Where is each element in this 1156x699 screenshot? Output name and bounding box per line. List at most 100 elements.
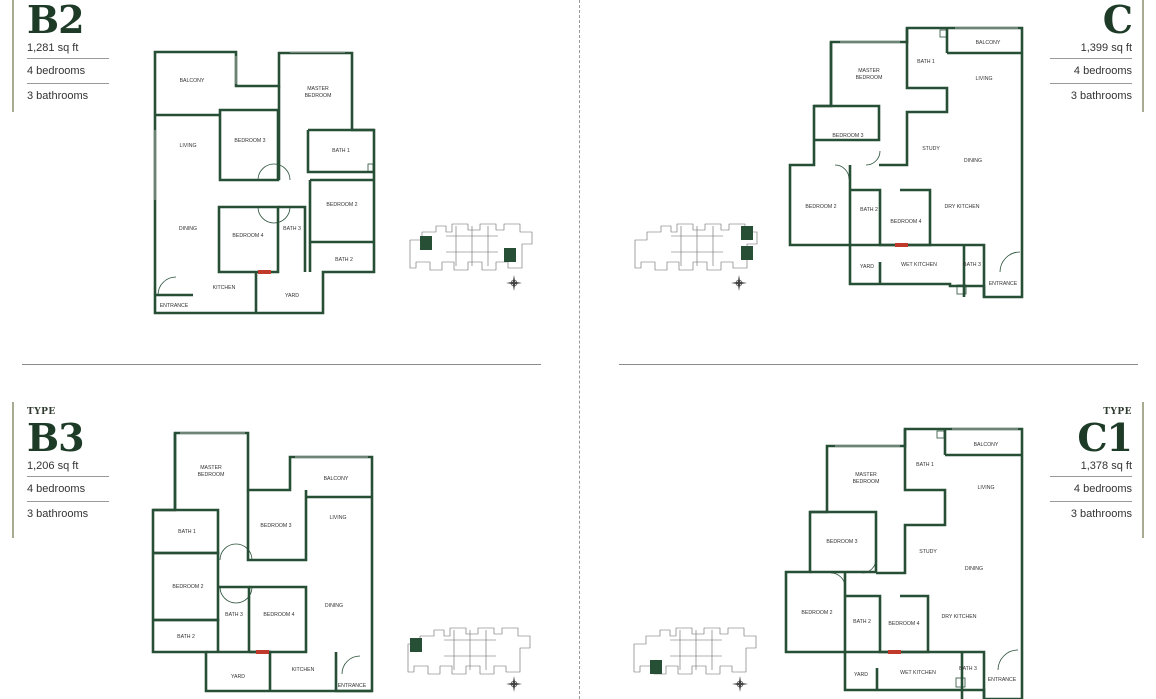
- room-label: DRY KITCHEN: [942, 614, 977, 620]
- unit-area: 1,281 sq ft: [27, 42, 79, 54]
- compass-rose-icon: [506, 275, 522, 291]
- room-label: MASTER: [858, 68, 880, 74]
- room-label: BEDROOM 3: [234, 138, 265, 144]
- room-label: BEDROOM 2: [326, 202, 357, 208]
- compass-rose-icon: [731, 275, 747, 291]
- room-label: BATH 1: [917, 59, 935, 65]
- unit-code: B2: [27, 0, 85, 42]
- unit-info-c: C 1,399 sq ft 4 bedrooms 3 bathrooms: [1050, 0, 1133, 108]
- room-label: WET KITCHEN: [900, 670, 936, 676]
- room-label: BATH 3: [225, 612, 243, 618]
- room-label: BATH 2: [853, 619, 871, 625]
- room-label: BATH 1: [332, 148, 350, 154]
- room-label: BEDROOM 4: [888, 621, 919, 627]
- room-label: DINING: [325, 603, 343, 609]
- room-label: BEDROOM 4: [263, 612, 294, 618]
- room-label: BALCONY: [324, 476, 349, 482]
- room-label: ENTRANCE: [989, 281, 1018, 287]
- room-label: BATH 3: [283, 226, 301, 232]
- unit-info-b2: B2 1,281 sq ft 4 bedrooms 3 bathrooms: [27, 0, 109, 108]
- room-label: BATH 2: [177, 634, 195, 640]
- room-label: DRY KITCHEN: [945, 204, 980, 210]
- room-label: BEDROOM 4: [890, 219, 921, 225]
- room-label: MASTER: [307, 86, 329, 92]
- room-label: BATH 3: [959, 666, 977, 672]
- room-label: BEDROOM 3: [260, 523, 291, 529]
- building-key-plan-icon: [409, 223, 533, 271]
- floor-plan-c1: [784, 427, 1024, 699]
- unit-bedrooms: 4 bedrooms: [27, 476, 109, 501]
- accent-bar-c1: [1142, 402, 1144, 538]
- unit-bathrooms: 3 bathrooms: [1050, 83, 1132, 108]
- room-label: LIVING: [975, 76, 992, 82]
- building-key-plan-icon: [633, 627, 757, 675]
- room-label: STUDY: [919, 549, 937, 555]
- room-label: KITCHEN: [213, 285, 236, 291]
- accent-bar-b2: [12, 0, 14, 112]
- unit-bedrooms: 4 bedrooms: [27, 58, 109, 83]
- room-label: BEDROOM 2: [805, 204, 836, 210]
- accent-bar-b3: [12, 402, 14, 538]
- room-label: YARD: [231, 674, 245, 680]
- unit-bedrooms: 4 bedrooms: [1050, 58, 1132, 83]
- horizontal-divider-right: [619, 364, 1138, 365]
- room-label: BEDROOM: [856, 75, 883, 81]
- room-label: BEDROOM 4: [232, 233, 263, 239]
- room-label: YARD: [285, 293, 299, 299]
- room-label: STUDY: [922, 146, 940, 152]
- room-label: ENTRANCE: [338, 683, 367, 689]
- room-label: DINING: [965, 566, 983, 572]
- horizontal-divider-left: [22, 364, 541, 365]
- room-label: BEDROOM 2: [172, 584, 203, 590]
- vertical-divider: [579, 0, 580, 699]
- unit-bathrooms: 3 bathrooms: [27, 501, 109, 526]
- room-label: BEDROOM: [853, 479, 880, 485]
- building-key-plan-icon: [634, 223, 758, 271]
- unit-code: B3: [27, 415, 85, 460]
- room-label: DINING: [179, 226, 197, 232]
- room-label: YARD: [860, 264, 874, 270]
- room-label: BATH 2: [335, 257, 353, 263]
- room-label: BATH 2: [860, 207, 878, 213]
- room-label: ENTRANCE: [988, 677, 1017, 683]
- building-key-plan-icon: [407, 627, 531, 675]
- room-label: BALCONY: [974, 442, 999, 448]
- unit-bathrooms: 3 bathrooms: [1050, 501, 1132, 526]
- room-label: BALCONY: [180, 78, 205, 84]
- room-label: LIVING: [179, 143, 196, 149]
- room-label: BATH 1: [178, 529, 196, 535]
- unit-area: 1,378 sq ft: [1080, 460, 1132, 472]
- unit-code: C1: [1077, 415, 1133, 460]
- room-label: BEDROOM 3: [832, 133, 863, 139]
- accent-bar-c: [1142, 0, 1144, 112]
- room-label: KITCHEN: [292, 667, 315, 673]
- room-label: BEDROOM: [305, 93, 332, 99]
- compass-rose-icon: [732, 676, 748, 692]
- room-label: WET KITCHEN: [901, 262, 937, 268]
- unit-area: 1,399 sq ft: [1080, 42, 1132, 54]
- unit-info-b3: TYPE B3 1,206 sq ft 4 bedrooms 3 bathroo…: [27, 406, 109, 526]
- room-label: BEDROOM 2: [801, 610, 832, 616]
- room-label: BALCONY: [976, 40, 1001, 46]
- room-label: DINING: [964, 158, 982, 164]
- room-label: LIVING: [977, 485, 994, 491]
- unit-bedrooms: 4 bedrooms: [1050, 476, 1132, 501]
- room-label: MASTER: [855, 472, 877, 478]
- room-label: YARD: [854, 672, 868, 678]
- room-label: BATH 1: [916, 462, 934, 468]
- room-label: BEDROOM: [198, 472, 225, 478]
- room-label: BATH 3: [963, 262, 981, 268]
- room-label: BEDROOM 3: [826, 539, 857, 545]
- floor-plan-b3: [151, 431, 374, 693]
- type-label: TYPE: [1103, 407, 1132, 417]
- type-label: TYPE: [27, 407, 56, 417]
- floor-plan-c: [788, 26, 1024, 299]
- room-label: MASTER: [200, 465, 222, 471]
- room-label: ENTRANCE: [160, 303, 189, 309]
- unit-info-c1: TYPE C1 1,378 sq ft 4 bedrooms 3 bathroo…: [1050, 406, 1133, 526]
- room-label: LIVING: [329, 515, 346, 521]
- unit-bathrooms: 3 bathrooms: [27, 83, 109, 108]
- unit-area: 1,206 sq ft: [27, 460, 79, 472]
- unit-code: C: [1102, 0, 1133, 42]
